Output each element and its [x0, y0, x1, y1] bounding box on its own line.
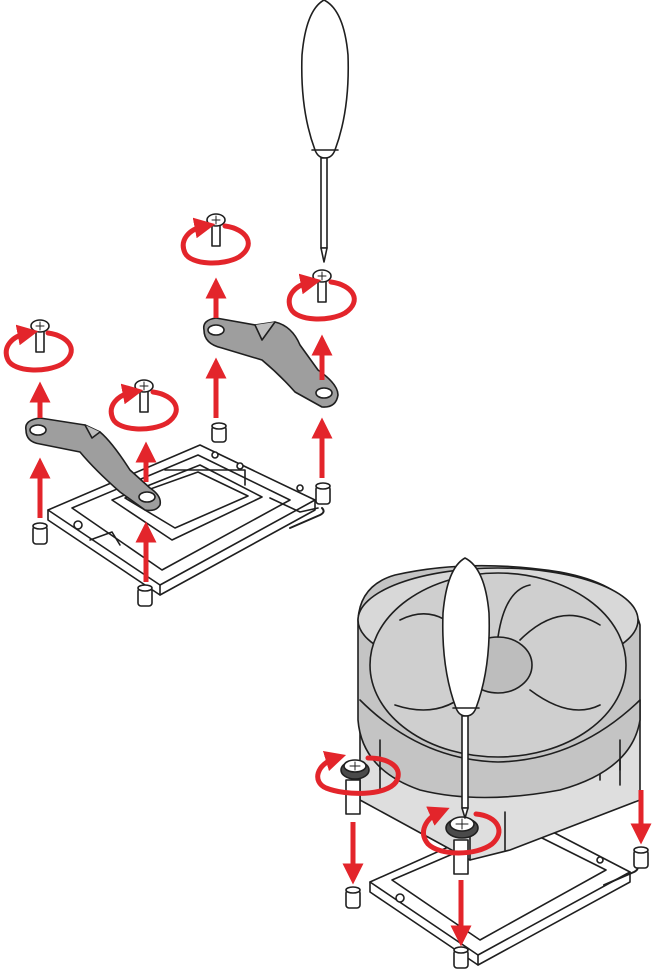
standoff-upper-right — [316, 483, 330, 504]
standoff-upper-bottom — [138, 585, 152, 606]
retention-bracket-right — [204, 318, 338, 407]
standoff-lower-right — [634, 847, 648, 868]
screw-upper-left — [31, 320, 49, 352]
cooler-fan — [358, 566, 640, 798]
screw-upper-center — [135, 380, 153, 412]
standoff-lower-bottom — [454, 947, 468, 968]
screw-upper-mid — [207, 214, 225, 246]
standoff-upper-left — [33, 523, 47, 544]
upper-assembly — [6, 0, 354, 606]
lower-assembly — [318, 558, 648, 968]
screwdriver-upper — [302, 0, 348, 262]
screw-upper-right — [313, 270, 331, 302]
standoff-upper-mid — [212, 423, 226, 442]
standoff-lower-left — [346, 887, 360, 908]
